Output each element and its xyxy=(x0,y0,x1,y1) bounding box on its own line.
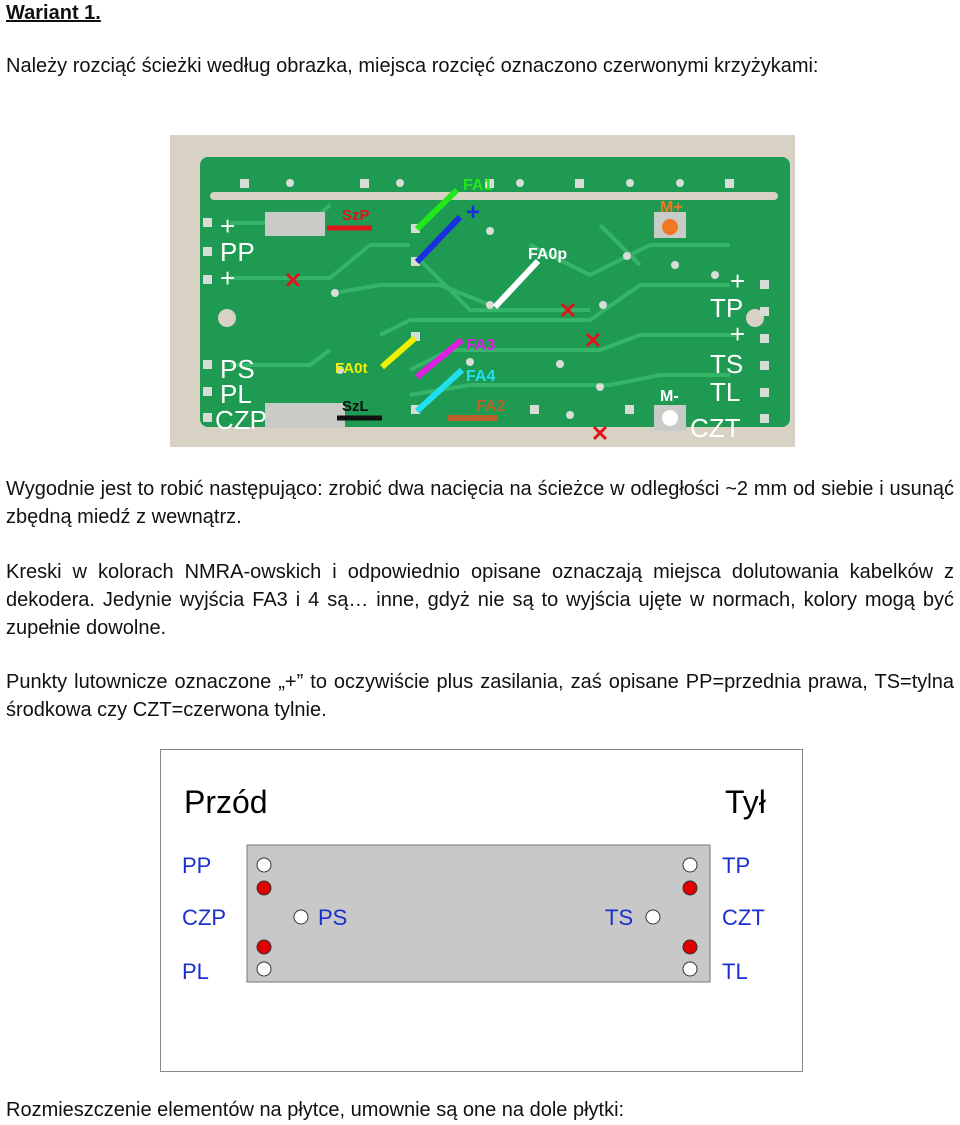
pad-white xyxy=(256,961,272,977)
pcb-label-plus-3: + xyxy=(730,266,745,296)
paragraph-intro: Należy rozciąć ścieżki według obrazka, m… xyxy=(6,55,819,77)
pcb-label-szp: SzP xyxy=(342,207,370,224)
mount-hole-left xyxy=(218,309,236,327)
pcb-slot xyxy=(210,192,778,200)
cut-mark: ✕ xyxy=(559,298,577,323)
pad-white xyxy=(682,857,698,873)
pad-white xyxy=(293,909,309,925)
fa3-wire-mark xyxy=(415,337,464,380)
diagram-label-ts: TS xyxy=(605,905,633,930)
pcb-left-pads xyxy=(203,218,212,422)
diagram-label-tp: TP xyxy=(722,853,750,878)
paragraph-wires: Kreski w kolorach NMRA-owskich i odpowie… xyxy=(6,561,954,639)
fa1-wire-mark xyxy=(414,187,460,232)
pcb-board xyxy=(200,157,790,427)
szl-tab xyxy=(265,403,345,428)
diagram-label-pl: PL xyxy=(182,959,209,984)
heading-variant: Wariant 1. xyxy=(6,2,101,24)
pcb-label-m-minus: M- xyxy=(660,388,679,405)
diagram-label-czp: CZP xyxy=(182,905,226,930)
mount-hole-right xyxy=(746,309,764,327)
pcb-label-m-plus: M+ xyxy=(660,199,683,216)
pcb-labels-white: + PP + PS PL CZP FA0p + TP + TS TL CZT M… xyxy=(215,211,745,443)
pcb-label-tl: TL xyxy=(710,377,740,407)
fa0t-wire-mark xyxy=(380,335,417,370)
pcb-right-pads xyxy=(760,280,769,423)
cut-mark: ✕ xyxy=(584,328,602,353)
pcb-label-pp: PP xyxy=(220,237,255,267)
pad-red xyxy=(256,880,272,896)
pcb-label-szl: SzL xyxy=(342,398,369,415)
board-layout-diagram: Przód Tył PP CZP PL PS TP CZT TL TS xyxy=(160,749,803,1072)
pad-red xyxy=(256,939,272,955)
szp-tab xyxy=(265,212,325,236)
pcb-traces xyxy=(230,203,735,397)
pad-red xyxy=(682,880,698,896)
paragraph-solder-points: Punkty lutownicze oznaczone „+” to oczyw… xyxy=(6,671,954,721)
pad-red xyxy=(682,939,698,955)
pad-white xyxy=(256,857,272,873)
pcb-label-plus-1: + xyxy=(220,211,235,241)
diagram-label-czt: CZT xyxy=(722,905,765,930)
pcb-label-fa2: FA2 xyxy=(476,398,505,415)
fa0p-wire-mark xyxy=(492,258,541,310)
fa4-wire-mark xyxy=(414,367,465,414)
diagram-label-tl: TL xyxy=(722,959,748,984)
pcb-label-plus-2: + xyxy=(220,263,235,293)
pcb-label-ps: PS xyxy=(220,354,255,384)
pcb-label-plus-4: + xyxy=(730,319,745,349)
diagram-label-ps: PS xyxy=(318,905,347,930)
diagram-left-labels: PP CZP PL PS xyxy=(182,853,347,984)
pad-white xyxy=(645,909,661,925)
cut-mark: ✕ xyxy=(284,268,302,293)
pcb-label-pl: PL xyxy=(220,379,252,409)
pcb-label-fa4: FA4 xyxy=(466,368,495,385)
pcb-label-ts: TS xyxy=(710,349,743,379)
pcb-label-fa3: FA3 xyxy=(466,337,495,354)
diagram-right-labels: TP CZT TL TS xyxy=(605,853,765,984)
diagram-board xyxy=(246,844,711,983)
pcb-top-pads xyxy=(240,179,734,188)
pad-white xyxy=(682,961,698,977)
pcb-inner-pads xyxy=(331,224,719,419)
pcb-label-fa1-plus: + xyxy=(466,199,480,226)
pcb-label-fa1: FA1 xyxy=(463,177,492,194)
diagram-front-label: Przód xyxy=(184,784,268,820)
pcb-label-czt: CZT xyxy=(690,413,741,443)
motor-plus-dot xyxy=(662,219,678,235)
diagram-pads xyxy=(256,857,698,977)
cut-marks: ✕ ✕ ✕ ✕ xyxy=(284,268,609,446)
fa1-plus-wire-mark xyxy=(414,214,463,265)
pcb-label-tp: TP xyxy=(710,293,743,323)
cut-mark: ✕ xyxy=(591,421,609,446)
diagram-label-pp: PP xyxy=(182,853,211,878)
pcb-label-fa0p: FA0p xyxy=(528,246,567,263)
pcb-label-czp: CZP xyxy=(215,405,267,435)
paragraph-cutting: Wygodnie jest to robić następująco: zrob… xyxy=(6,478,954,528)
paragraph-layout-note: Rozmieszczenie elementów na płytce, umow… xyxy=(6,1099,625,1121)
motor-minus-dot xyxy=(662,410,678,426)
pcb-photo: ✕ ✕ ✕ ✕ + PP + PS PL CZP FA0p + TP + TS … xyxy=(170,135,795,447)
pcb-label-fa0t: FA0t xyxy=(335,360,368,377)
diagram-back-label: Tył xyxy=(725,784,766,820)
